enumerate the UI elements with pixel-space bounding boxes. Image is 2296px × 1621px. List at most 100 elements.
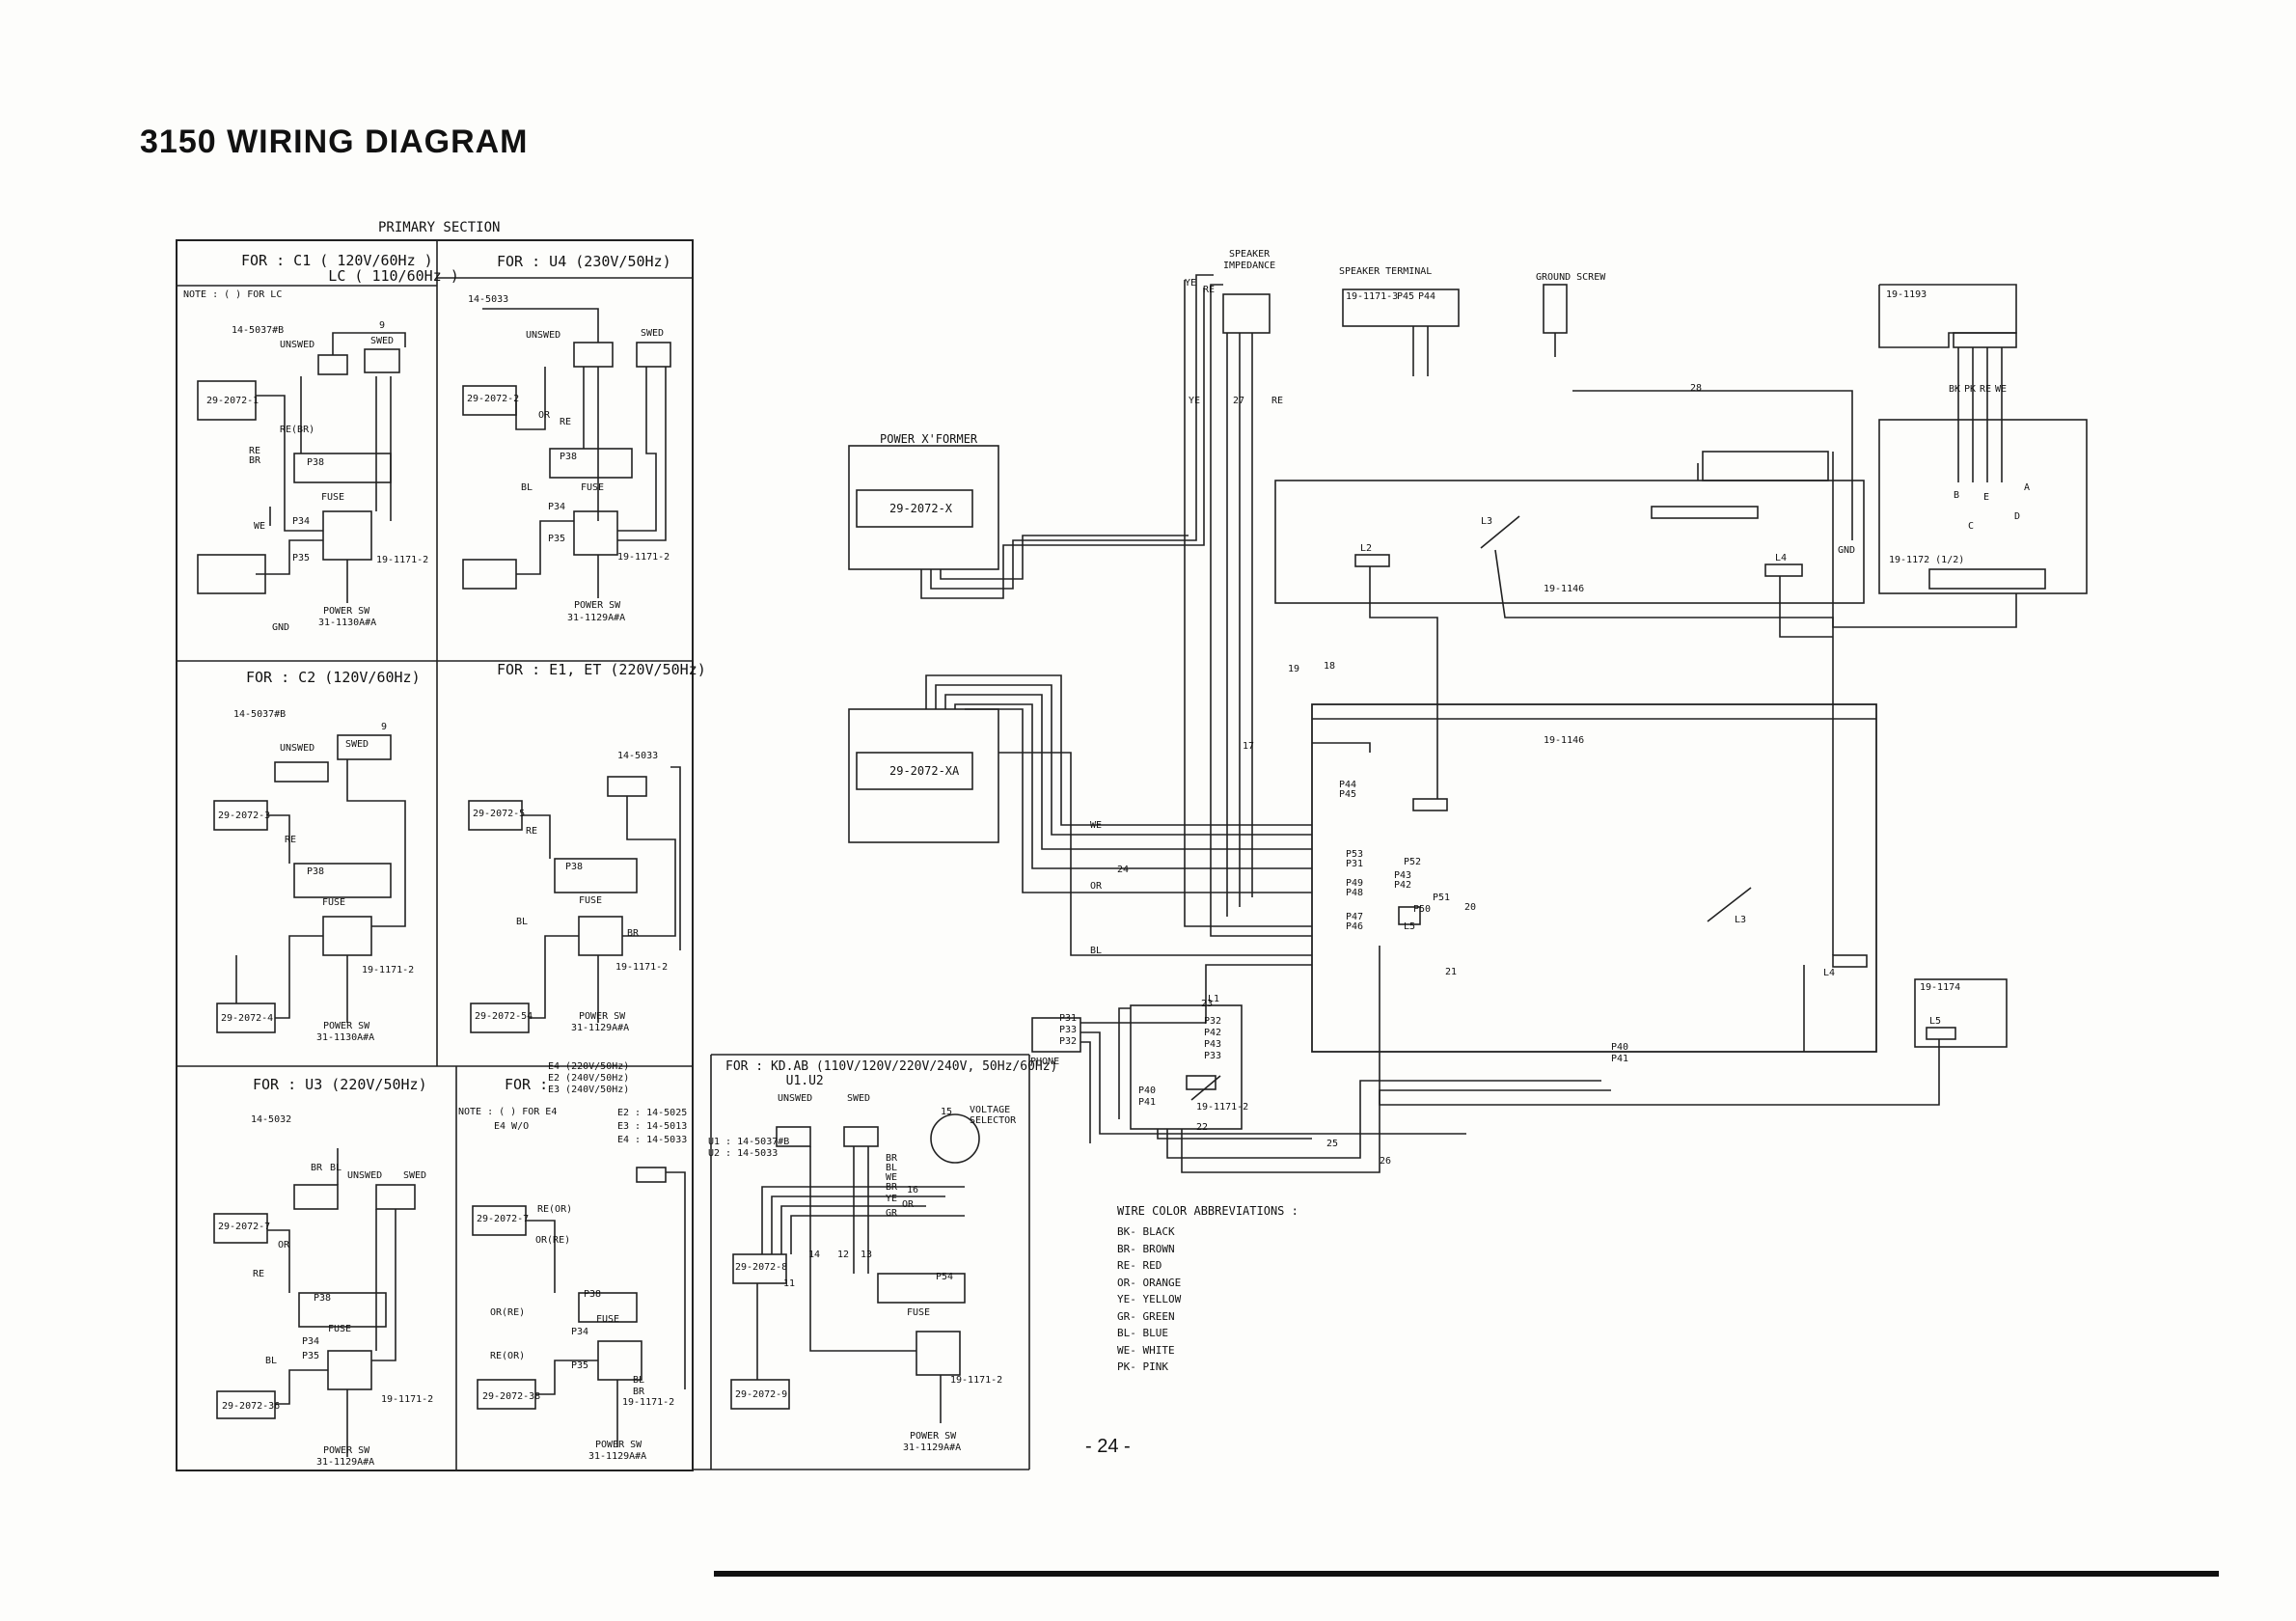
panel-u4-p35: P35 — [548, 534, 566, 544]
panel-kd-u2-part: U2 : 14-5033 — [708, 1148, 779, 1159]
board-19-1146-upper: 19-1146 — [1544, 584, 1585, 594]
wire-or: OR — [1090, 881, 1103, 892]
wire-re-3: RE — [1980, 384, 1992, 395]
pin-e: E — [1983, 492, 1990, 503]
panel-e2-board: 19-1171-2 — [622, 1397, 675, 1408]
panel-kd-header: FOR : KD.AB (110V/120V/220V/240V, 50Hz/6… — [725, 1059, 1058, 1088]
panel-u3-swed: SWED — [403, 1170, 427, 1181]
panel-kd-we: WE — [886, 1172, 898, 1183]
panel-u4-p34: P34 — [548, 502, 566, 512]
panel-e2-re-or: RE(OR) — [537, 1204, 573, 1215]
pin-p31-phone: P31 — [1059, 1013, 1078, 1024]
pin-p46: P46 — [1346, 921, 1364, 932]
panel-kd-ye: YE — [886, 1194, 898, 1204]
panel-u3-bl: BL — [330, 1163, 342, 1173]
wire-we: WE — [1090, 820, 1103, 831]
panel-e1-re: RE — [526, 826, 538, 837]
panel-u3-fuse: FUSE — [328, 1324, 352, 1334]
panel-u3-part: 14-5032 — [251, 1114, 292, 1125]
panel-kd-swed: SWED — [847, 1093, 871, 1104]
panel-u4-re: RE — [560, 417, 572, 427]
panel-e2-fuse: FUSE — [596, 1314, 620, 1325]
panel-kd-or: OR — [902, 1199, 915, 1210]
panel-kd-wire-16: 16 — [907, 1185, 919, 1195]
part-19-1172: 19-1172 (1/2) — [1889, 555, 1965, 565]
wire-18: 18 — [1324, 661, 1336, 672]
panel-e1-fuse: FUSE — [579, 895, 603, 906]
panel-e2-header-line-3: E3 (240V/50Hz) — [548, 1085, 630, 1095]
panel-c1-header: FOR : C1 ( 120V/60Hz ) LC ( 110/60Hz ) — [241, 252, 459, 285]
panel-e2-note-2: E4 W/O — [494, 1121, 530, 1132]
panel-e2-xformer-b: 29-2072-38 — [482, 1391, 541, 1402]
panel-c1-unswed: UNSWED — [280, 340, 315, 350]
panel-e1-board: 19-1171-2 — [615, 962, 669, 973]
legend-list: BK- BLACK BR- BROWN RE- RED OR- ORANGE Y… — [1117, 1223, 1298, 1376]
panel-e1-part: 14-5033 — [617, 751, 659, 761]
legend-item: GR- GREEN — [1117, 1309, 1175, 1323]
panel-u3-br: BR — [311, 1163, 323, 1173]
panel-c1-p35: P35 — [292, 553, 311, 563]
panel-c2-unswed: UNSWED — [280, 743, 315, 754]
wire-we-2: WE — [1995, 384, 2008, 395]
panel-c1-br: BR — [249, 455, 261, 466]
xformer-part-1: 29-2072-X — [889, 502, 953, 515]
panel-c1-re: RE — [249, 446, 261, 456]
panel-u3-re: RE — [253, 1269, 265, 1279]
panel-c1-wire-9: 9 — [379, 320, 386, 331]
panel-c1-re-br: RE(BR) — [280, 425, 315, 435]
panel-e2-xformer: 29-2072-7 — [477, 1214, 530, 1224]
panel-e2-part-e3: E3 : 14-5013 — [617, 1121, 688, 1132]
panel-u3-power-sw: POWER SW — [323, 1445, 370, 1456]
pin-p49: P49 — [1346, 878, 1364, 889]
speaker-impedance-label: SPEAKER IMPEDANCE — [1223, 249, 1276, 271]
wire-21: 21 — [1445, 967, 1458, 977]
panel-c1-board: 19-1171-2 — [376, 555, 429, 565]
power-xformer-label: POWER X'FORMER — [880, 432, 978, 446]
panel-e2-bl: BL — [633, 1375, 645, 1386]
panel-c2-swed: SWED — [345, 739, 369, 750]
pin-p42-b: P42 — [1204, 1028, 1222, 1038]
panel-kd-wire-11: 11 — [783, 1278, 796, 1289]
pin-p31: P31 — [1346, 859, 1364, 869]
panel-c1-p38: P38 — [307, 457, 325, 468]
wire-25: 25 — [1326, 1139, 1339, 1149]
panel-e2-header-prefix: FOR : — [505, 1076, 549, 1093]
pin-p32: P32 — [1204, 1016, 1222, 1027]
pin-p45: P45 — [1397, 291, 1415, 302]
diagram-title: 3150 WIRING DIAGRAM — [140, 124, 529, 160]
panel-c2-power-sw-part: 31-1130A#A — [316, 1032, 375, 1043]
panel-u4-part: 14-5033 — [468, 294, 509, 305]
pin-p33-phone: P33 — [1059, 1025, 1078, 1035]
panel-u3-header: FOR : U3 (220V/50Hz) — [253, 1076, 427, 1093]
panel-u4-board: 19-1171-2 — [617, 552, 670, 563]
panel-u3-board: 19-1171-2 — [381, 1394, 434, 1405]
wire-color-legend: WIRE COLOR ABBREVIATIONS : BK- BLACK BR-… — [1117, 1204, 1298, 1376]
legend-title: WIRE COLOR ABBREVIATIONS : — [1117, 1204, 1298, 1218]
panel-kd-bl: BL — [886, 1163, 898, 1173]
panel-c1-swed: SWED — [370, 336, 395, 346]
panel-kd-u1-part: U1 : 14-5037#B — [708, 1137, 790, 1147]
coil-l2: L2 — [1360, 543, 1373, 554]
panel-c2-re: RE — [285, 835, 297, 845]
panel-e2-power-sw: POWER SW — [595, 1440, 642, 1450]
legend-item: RE- RED — [1117, 1259, 1162, 1272]
panel-c1-fuse: FUSE — [321, 492, 345, 503]
coil-l4: L4 — [1775, 553, 1788, 563]
panel-c2-p38: P38 — [307, 866, 325, 877]
pin-p41: P41 — [1138, 1097, 1157, 1108]
pin-p43: P43 — [1394, 870, 1412, 881]
coil-l3-b: L3 — [1735, 915, 1747, 925]
panel-e2-header-line-1: E4 (220V/50Hz) — [548, 1061, 630, 1072]
ground-screw-label: GROUND SCREW — [1536, 272, 1606, 283]
pin-b: B — [1954, 490, 1960, 501]
panel-kd-br-2: BR — [886, 1182, 898, 1193]
wire-22: 22 — [1196, 1122, 1209, 1133]
page-number: - 24 - — [1085, 1436, 1131, 1457]
legend-item: BK- BLACK — [1117, 1225, 1175, 1238]
coil-l4-b: L4 — [1823, 968, 1836, 978]
pin-p40-b: P40 — [1611, 1042, 1629, 1053]
wire-bk: BK — [1949, 384, 1961, 395]
wire-ye-2: YE — [1189, 396, 1201, 406]
pin-p40: P40 — [1138, 1085, 1157, 1096]
panel-e2-p34: P34 — [571, 1327, 589, 1337]
